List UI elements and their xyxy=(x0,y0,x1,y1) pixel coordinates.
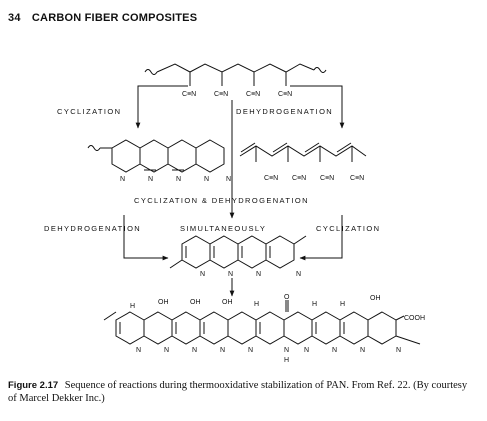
svg-text:COOH: COOH xyxy=(404,315,425,322)
cyclization-label: CYCLIZATION xyxy=(57,107,121,116)
reaction-arrows xyxy=(123,85,345,297)
svg-text:N: N xyxy=(256,271,261,278)
nitrile-label: C≡N xyxy=(278,91,292,98)
svg-text:H: H xyxy=(284,357,289,364)
svg-text:O: O xyxy=(284,294,290,301)
svg-text:OH: OH xyxy=(222,299,233,306)
nitrile-label: C≡N xyxy=(214,91,228,98)
aromatic-ladder-structure xyxy=(169,235,307,269)
simultaneously-label: SIMULTANEOUSLY xyxy=(180,224,266,233)
svg-text:N: N xyxy=(164,347,169,354)
svg-text:H: H xyxy=(312,301,317,308)
running-header: 34 CARBON FIBER COMPOSITES xyxy=(8,12,197,24)
dehydrogenation-label: DEHYDROGENATION xyxy=(236,107,333,116)
aromatic-ladder-atoms: N N N N xyxy=(200,271,301,278)
svg-text:N: N xyxy=(226,176,231,183)
figure-number: Figure 2.17 xyxy=(8,380,59,391)
pan-polymer-chain xyxy=(144,63,327,86)
svg-text:N: N xyxy=(360,347,365,354)
svg-text:C≡N: C≡N xyxy=(264,175,278,182)
cyclization-right-label: CYCLIZATION xyxy=(316,224,380,233)
page-number: 34 xyxy=(8,12,21,24)
svg-text:N: N xyxy=(396,347,401,354)
svg-text:N: N xyxy=(228,271,233,278)
cyclized-ladder-atoms: N N N N N xyxy=(120,176,231,183)
svg-text:N: N xyxy=(284,347,289,354)
dehydrogenation-left-label: DEHYDROGENATION xyxy=(44,224,141,233)
running-title: CARBON FIBER COMPOSITES xyxy=(31,12,198,24)
svg-text:OH: OH xyxy=(190,299,201,306)
svg-text:N: N xyxy=(296,271,301,278)
svg-text:N: N xyxy=(248,347,253,354)
svg-text:N: N xyxy=(220,347,225,354)
svg-text:N: N xyxy=(200,271,205,278)
polyene-nitrile-groups: C≡N C≡N C≡N C≡N xyxy=(264,175,364,182)
svg-text:N: N xyxy=(120,176,125,183)
caption-text: Sequence of reactions during thermooxida… xyxy=(8,380,468,404)
pan-nitrile-groups: C≡N C≡N C≡N C≡N xyxy=(182,91,292,98)
nitrile-label: C≡N xyxy=(246,91,260,98)
svg-text:N: N xyxy=(136,347,141,354)
stabilized-ladder-atoms: H OH OH OH H O H H OH COOH N N N N N N H… xyxy=(130,294,425,364)
svg-text:N: N xyxy=(176,176,181,183)
stabilized-ladder-polymer xyxy=(103,300,421,345)
svg-text:C≡N: C≡N xyxy=(320,175,334,182)
svg-text:N: N xyxy=(304,347,309,354)
svg-text:H: H xyxy=(130,303,135,310)
svg-text:N: N xyxy=(192,347,197,354)
svg-text:H: H xyxy=(340,301,345,308)
svg-text:H: H xyxy=(254,301,259,308)
cyclized-ladder-structure xyxy=(87,139,225,173)
svg-text:N: N xyxy=(204,176,209,183)
svg-text:N: N xyxy=(148,176,153,183)
svg-text:OH: OH xyxy=(370,295,381,302)
svg-text:OH: OH xyxy=(158,299,169,306)
svg-text:N: N xyxy=(332,347,337,354)
figure-caption: Figure 2.17 Sequence of reactions during… xyxy=(8,379,478,405)
simultaneous-reaction-label: CYCLIZATION & DEHYDROGENATION xyxy=(134,196,309,205)
svg-text:C≡N: C≡N xyxy=(350,175,364,182)
svg-text:C≡N: C≡N xyxy=(292,175,306,182)
dehydrogenated-polyene-chain xyxy=(239,142,367,162)
nitrile-label: C≡N xyxy=(182,91,196,98)
